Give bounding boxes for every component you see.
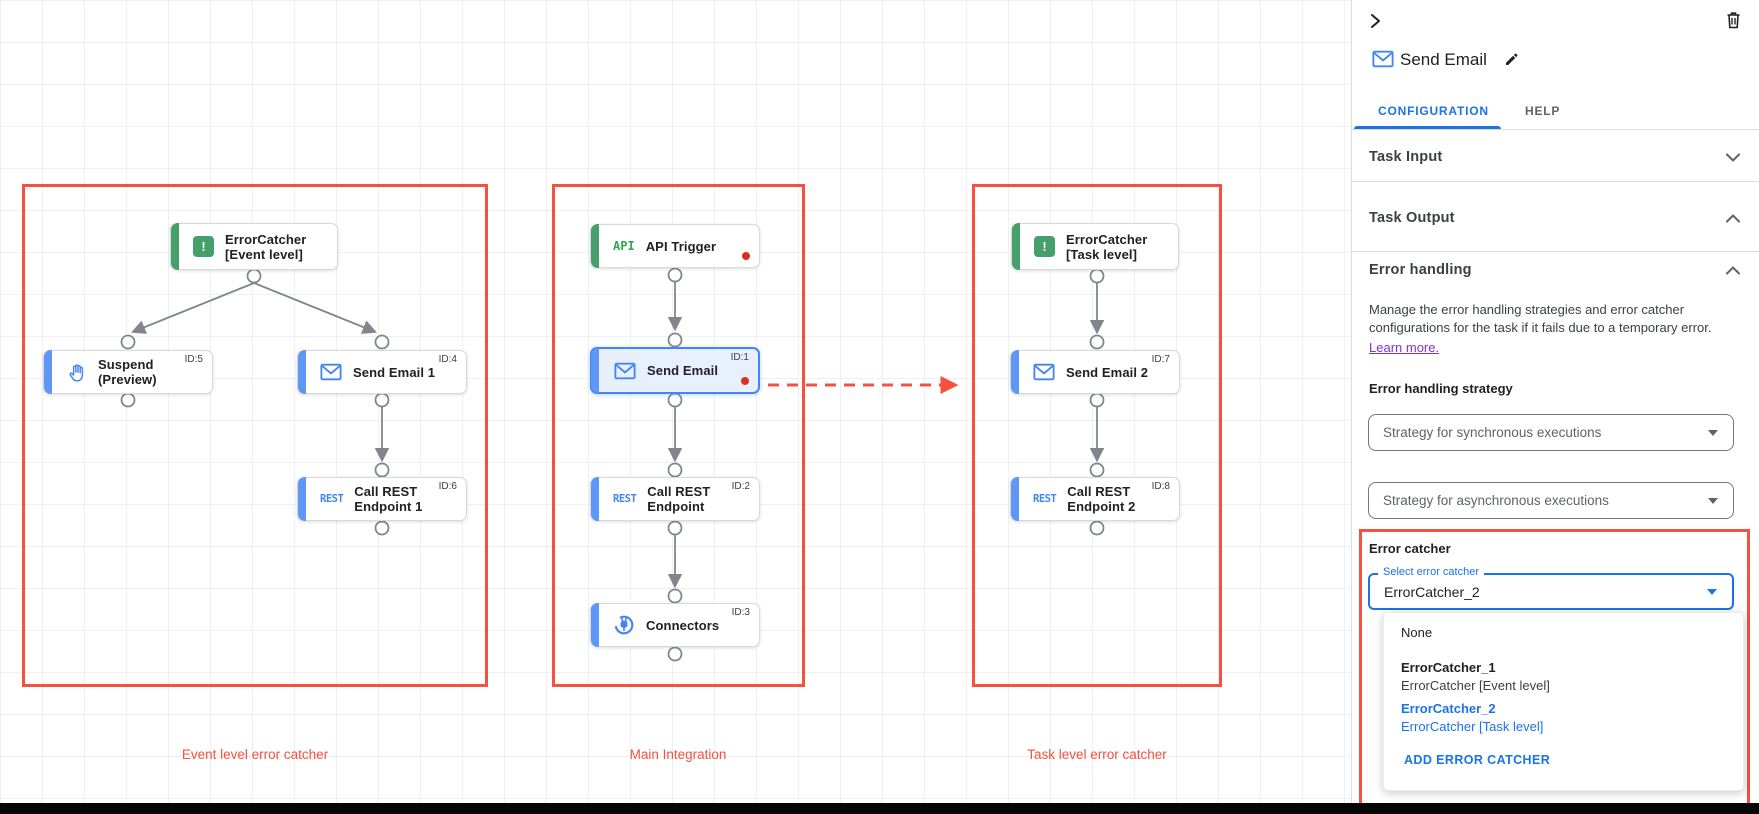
node-api-trigger[interactable]: API API Trigger	[590, 224, 760, 268]
rest-icon: REST	[320, 493, 344, 505]
node-id-badge: ID:5	[184, 354, 203, 365]
node-id-badge: ID:3	[731, 607, 750, 618]
mail-icon	[1372, 50, 1394, 68]
error-dot	[741, 377, 749, 385]
chevron-up-icon[interactable]	[1726, 266, 1740, 275]
edit-pencil-icon[interactable]	[1504, 51, 1520, 67]
mail-icon	[320, 363, 342, 381]
node-id-badge: ID:2	[731, 481, 750, 492]
select-error-catcher-floating-label: Select error catcher	[1378, 566, 1484, 578]
select-error-catcher-field[interactable]: ErrorCatcher_2	[1368, 573, 1734, 610]
learn-more-link[interactable]: Learn more.	[1369, 340, 1440, 355]
add-error-catcher-button[interactable]: ADD ERROR CATCHER	[1404, 753, 1551, 767]
divider	[1352, 251, 1759, 252]
tab-configuration[interactable]: CONFIGURATION	[1378, 104, 1489, 118]
menu-item-errorcatcher-1[interactable]: ErrorCatcher_1 ErrorCatcher [Event level…	[1401, 660, 1550, 693]
dropdown-caret-icon	[1707, 588, 1717, 595]
task-config-panel: Send Email CONFIGURATION HELP Task Input…	[1351, 0, 1759, 814]
group-task-level-error-catcher	[972, 184, 1222, 687]
trash-icon[interactable]	[1724, 10, 1743, 30]
error-catcher-menu: None ErrorCatcher_1 ErrorCatcher [Event …	[1383, 612, 1744, 791]
window-bottom-edge	[0, 803, 1759, 814]
node-id-badge: ID:6	[438, 481, 457, 492]
error-dot	[742, 252, 750, 260]
mail-icon	[614, 362, 636, 379]
error-catcher-label: Error catcher	[1369, 541, 1451, 556]
section-error-handling[interactable]: Error handling	[1369, 262, 1472, 278]
divider	[1352, 181, 1759, 182]
flow-canvas[interactable]: Event level error catcher Main Integrati…	[0, 0, 1351, 814]
mail-icon	[1033, 363, 1055, 381]
api-icon: API	[613, 239, 635, 253]
label-main-integration: Main Integration	[629, 747, 727, 762]
hand-icon	[69, 363, 84, 382]
error-catcher-icon: !	[193, 236, 214, 257]
sync-strategy-dropdown[interactable]: Strategy for synchronous executions	[1368, 414, 1734, 451]
node-send-email-selected[interactable]: Send Email ID:1	[590, 347, 760, 394]
chevron-up-icon[interactable]	[1726, 214, 1740, 223]
group-event-level-error-catcher	[22, 184, 488, 687]
collapse-chevron-icon[interactable]	[1366, 12, 1384, 30]
divider	[1352, 129, 1759, 130]
dropdown-caret-icon	[1708, 429, 1718, 436]
node-suspend-preview[interactable]: Suspend(Preview) ID:5	[43, 350, 213, 394]
async-strategy-dropdown[interactable]: Strategy for asynchronous executions	[1368, 482, 1734, 519]
node-id-badge: ID:1	[730, 352, 749, 363]
error-catcher-icon: !	[1034, 236, 1055, 257]
error-handling-description: Manage the error handling strategies and…	[1369, 302, 1712, 335]
node-id-badge: ID:4	[438, 354, 457, 365]
rest-icon: REST	[613, 493, 637, 505]
group-main-integration	[552, 184, 805, 687]
connector-icon	[614, 615, 634, 635]
node-id-badge: ID:7	[1151, 354, 1170, 365]
section-task-output[interactable]: Task Output	[1369, 210, 1455, 226]
flow-edges	[120, 267, 1105, 662]
node-connectors[interactable]: Connectors ID:3	[590, 603, 760, 647]
label-task-level-error-catcher: Task level error catcher	[1027, 747, 1167, 762]
error-handling-strategy-label: Error handling strategy	[1369, 381, 1513, 396]
section-task-input[interactable]: Task Input	[1369, 149, 1443, 165]
rest-icon: REST	[1033, 493, 1057, 505]
node-errorcatcher-event-level[interactable]: ! ErrorCatcher[Event level]	[170, 223, 338, 270]
label-event-level-error-catcher: Event level error catcher	[181, 747, 329, 762]
menu-item-none[interactable]: None	[1401, 625, 1433, 640]
node-send-email-1[interactable]: Send Email 1 ID:4	[297, 350, 467, 394]
node-id-badge: ID:8	[1151, 481, 1170, 492]
page-title: Send Email	[1400, 50, 1487, 69]
node-errorcatcher-task-level[interactable]: ! ErrorCatcher[Task level]	[1011, 223, 1179, 270]
node-send-email-2[interactable]: Send Email 2 ID:7	[1010, 350, 1180, 394]
dropdown-caret-icon	[1708, 497, 1718, 504]
active-tab-underline	[1354, 126, 1501, 129]
tab-help[interactable]: HELP	[1525, 104, 1561, 118]
chevron-down-icon[interactable]	[1726, 153, 1740, 162]
menu-item-errorcatcher-2[interactable]: ErrorCatcher_2 ErrorCatcher [Task level]	[1401, 701, 1544, 734]
